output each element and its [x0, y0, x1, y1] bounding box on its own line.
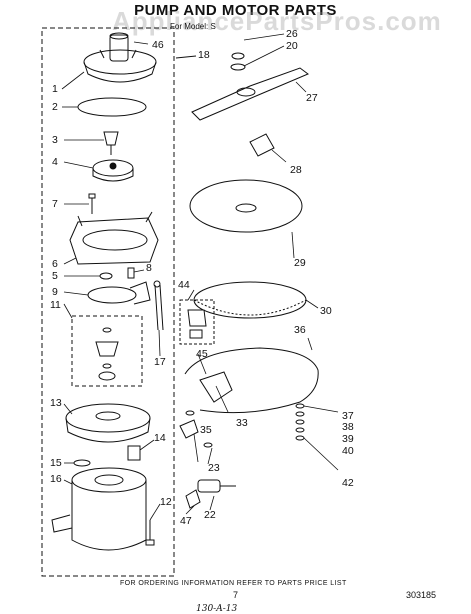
- hose-clamp: [185, 489, 201, 509]
- small-fastener: [127, 267, 135, 279]
- pump-housing-top: [83, 32, 157, 83]
- motor-screw: [145, 520, 155, 546]
- lower-spray-arm: [191, 67, 309, 121]
- callout-8: 8: [146, 262, 152, 274]
- deflector-part: [249, 133, 275, 157]
- exploded-parts-diagram: [41, 27, 339, 577]
- callout-36: 36: [294, 324, 306, 336]
- callout-13: 13: [50, 397, 62, 409]
- bushing-part: [73, 459, 91, 467]
- callout-45: 45: [196, 348, 208, 360]
- tube-part: [153, 280, 164, 331]
- parts-group-44: [179, 299, 215, 345]
- screw: [88, 193, 96, 214]
- filter-disc: [189, 179, 303, 233]
- callout-40: 40: [342, 445, 354, 457]
- ordering-note: FOR ORDERING INFORMATION REFER TO PARTS …: [120, 580, 347, 587]
- pump-assembly-boundary: [41, 27, 175, 577]
- valve-assembly: [197, 479, 236, 493]
- callout-39: 39: [342, 433, 354, 445]
- callout-2: 2: [52, 101, 58, 113]
- callout-7: 7: [52, 198, 58, 210]
- small-washer: [185, 410, 195, 416]
- callout-3: 3: [52, 134, 58, 146]
- callout-16: 16: [50, 473, 62, 485]
- callout-12: 12: [160, 496, 172, 508]
- callout-20: 20: [286, 40, 298, 52]
- callout-27: 27: [306, 92, 318, 104]
- callout-33: 33: [236, 417, 248, 429]
- spray-arm-nut: [231, 52, 245, 60]
- callout-17: 17: [154, 356, 166, 368]
- callout-26: 26: [286, 28, 298, 40]
- callout-9: 9: [52, 286, 58, 298]
- callout-18: 18: [198, 49, 210, 61]
- check-valve: [179, 419, 199, 439]
- callout-46: 46: [152, 39, 164, 51]
- heating-element-wire: [184, 347, 319, 414]
- support-bracket: [199, 371, 233, 403]
- callout-14: 14: [154, 432, 166, 444]
- plate: [87, 281, 151, 305]
- callout-47: 47: [180, 515, 192, 527]
- spray-arm-washer: [230, 63, 246, 71]
- callout-4: 4: [52, 156, 58, 168]
- callout-11: 11: [50, 299, 61, 311]
- gasket-ring: [77, 97, 147, 117]
- callout-23: 23: [208, 462, 220, 474]
- washer-part: [99, 272, 113, 280]
- page-title: PUMP AND MOTOR PARTS: [134, 2, 337, 19]
- callout-15: 15: [50, 457, 62, 469]
- callout-42: 42: [342, 477, 354, 489]
- handwritten-note: 130-A-13: [196, 604, 238, 614]
- page-number: 7: [233, 590, 239, 600]
- clip-part: [187, 309, 207, 339]
- callout-5: 5: [52, 270, 58, 282]
- motor-mount: [65, 403, 151, 443]
- callout-6: 6: [52, 258, 58, 270]
- callout-38: 38: [342, 421, 354, 433]
- pump-body: [69, 211, 159, 265]
- seal-kit: [95, 327, 119, 381]
- leader-lines: [61, 33, 339, 521]
- impeller: [92, 159, 134, 182]
- callout-1: 1: [52, 83, 58, 95]
- callout-35: 35: [200, 424, 212, 436]
- callout-30: 30: [320, 305, 332, 317]
- o-ring: [203, 442, 213, 448]
- model-subtitle: For Model: S: [170, 22, 216, 31]
- seal-part: [103, 131, 119, 155]
- callout-37: 37: [342, 410, 354, 422]
- parts-group-11: [71, 315, 143, 387]
- hardware-stack: [295, 403, 305, 441]
- bracket-part: [127, 445, 141, 461]
- callout-44: 44: [178, 279, 190, 291]
- callout-22: 22: [204, 509, 216, 521]
- document-part-number: 303185: [406, 590, 437, 600]
- motor: [51, 467, 147, 551]
- callout-28: 28: [290, 164, 302, 176]
- callout-29: 29: [294, 257, 306, 269]
